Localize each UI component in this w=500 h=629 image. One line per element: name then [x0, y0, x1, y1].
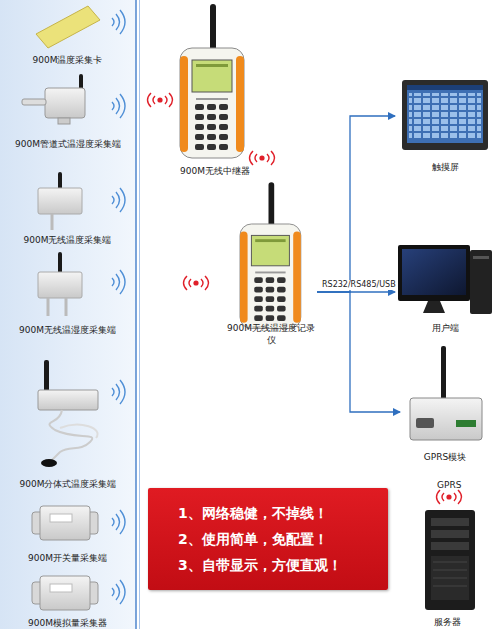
switch-collector: 900M开关量采集端: [5, 500, 130, 564]
device-label: 用户端: [432, 322, 459, 334]
device-label: 900M无线中继器: [180, 165, 250, 177]
temperature-card: 900M温度采集卡: [5, 0, 130, 66]
connector-arrow: [317, 292, 400, 412]
split-sensor: 900M分体式温度采集端: [0, 355, 136, 490]
user-terminal: 用户端: [395, 238, 495, 334]
device-label: 900M无线温湿度记录仪: [225, 322, 317, 346]
server: 服务器: [405, 505, 490, 628]
pipe-sensor: 900M管道式温湿度采集端: [0, 72, 136, 150]
device-label: 900M管道式温湿度采集端: [15, 138, 121, 150]
touchscreen: 触摸屏: [395, 75, 495, 173]
device-label: 900M模拟量采集器: [28, 617, 107, 629]
feature-line: 1、网络稳健，不掉线！: [178, 500, 328, 526]
humidity-sensor: 900M无线温湿度采集端: [5, 250, 130, 336]
connector-arrow: [317, 116, 395, 292]
device-label: 服务器: [434, 616, 461, 628]
device-label: 900M分体式温度采集端: [20, 478, 117, 490]
device-label: 触摸屏: [432, 161, 459, 173]
connector-arrow: [317, 291, 395, 292]
feature-line: 2、使用简单，免配置！: [178, 526, 328, 552]
feature-box: 1、网络稳健，不掉线！2、使用简单，免配置！3、自带显示，方便直观！: [148, 488, 388, 590]
wireless-repeater: 900M无线中继器: [160, 2, 270, 177]
temperature-sensor: 900M无线温度采集端: [5, 172, 130, 246]
gprs-module: GPRS模块: [400, 365, 490, 463]
signal-label: GPRS: [437, 480, 461, 491]
device-label: 900M无线温湿度采集端: [19, 324, 116, 336]
interface-label: RS232/RS485/USB: [321, 280, 397, 290]
analog-collector: 900M模拟量采集器: [5, 570, 130, 629]
device-label: 900M无线温度采集端: [24, 234, 112, 246]
device-label: 900M开关量采集端: [28, 552, 107, 564]
device-label: 900M温度采集卡: [33, 54, 103, 66]
device-label: GPRS模块: [424, 451, 466, 463]
data-recorder: 900M无线温湿度记录仪: [225, 200, 317, 346]
feature-line: 3、自带显示，方便直观！: [178, 552, 342, 578]
